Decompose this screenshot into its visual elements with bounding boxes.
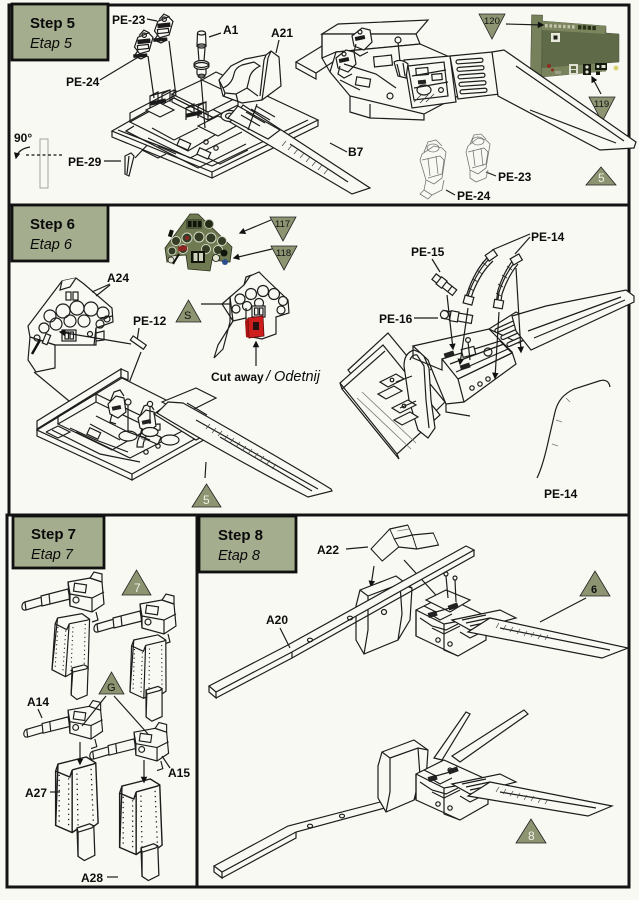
svg-text:5: 5 xyxy=(203,493,210,507)
svg-text:A20: A20 xyxy=(266,613,288,627)
svg-text:117: 117 xyxy=(275,219,290,230)
svg-text:A1: A1 xyxy=(223,23,239,37)
svg-text:Step 6: Step 6 xyxy=(30,216,75,233)
svg-text:Etap 5: Etap 5 xyxy=(30,36,73,52)
svg-text:90°: 90° xyxy=(14,131,32,145)
svg-text:PE-14: PE-14 xyxy=(544,487,578,501)
svg-text:PE-15: PE-15 xyxy=(411,245,445,259)
svg-text:Step 7: Step 7 xyxy=(31,526,76,543)
svg-text:A24: A24 xyxy=(107,271,129,285)
svg-text:PE-16: PE-16 xyxy=(379,312,413,326)
svg-text:PE-24: PE-24 xyxy=(66,75,100,89)
svg-text:A15: A15 xyxy=(168,766,190,780)
svg-text:5: 5 xyxy=(598,171,605,185)
svg-text:120: 120 xyxy=(484,16,500,27)
svg-text:Step 5: Step 5 xyxy=(30,15,75,32)
svg-text:PE-24: PE-24 xyxy=(457,189,491,203)
svg-text:119: 119 xyxy=(594,99,609,110)
svg-text:G: G xyxy=(107,682,116,694)
svg-text:Etap 7: Etap 7 xyxy=(31,547,74,563)
svg-text:S: S xyxy=(184,310,191,322)
svg-text:B7: B7 xyxy=(348,145,364,159)
svg-text:Etap 6: Etap 6 xyxy=(30,237,73,253)
svg-text:A27: A27 xyxy=(25,786,47,800)
svg-text:/ Odetnij: / Odetnij xyxy=(265,369,321,385)
svg-text:A28: A28 xyxy=(81,871,103,885)
svg-text:A21: A21 xyxy=(271,26,293,40)
svg-text:7: 7 xyxy=(134,581,141,595)
svg-text:Step 8: Step 8 xyxy=(218,527,263,544)
svg-text:PE-12: PE-12 xyxy=(133,314,167,328)
svg-text:A14: A14 xyxy=(27,695,49,709)
svg-text:118: 118 xyxy=(276,248,291,259)
svg-text:A22: A22 xyxy=(317,543,339,557)
svg-text:PE-29: PE-29 xyxy=(68,155,102,169)
svg-text:Etap 8: Etap 8 xyxy=(218,548,260,564)
svg-text:Cut away: Cut away xyxy=(211,370,264,384)
svg-text:8: 8 xyxy=(528,829,535,843)
svg-text:6: 6 xyxy=(591,584,597,596)
svg-text:PE-14: PE-14 xyxy=(531,230,565,244)
svg-text:PE-23: PE-23 xyxy=(112,13,146,27)
svg-text:PE-23: PE-23 xyxy=(498,170,532,184)
